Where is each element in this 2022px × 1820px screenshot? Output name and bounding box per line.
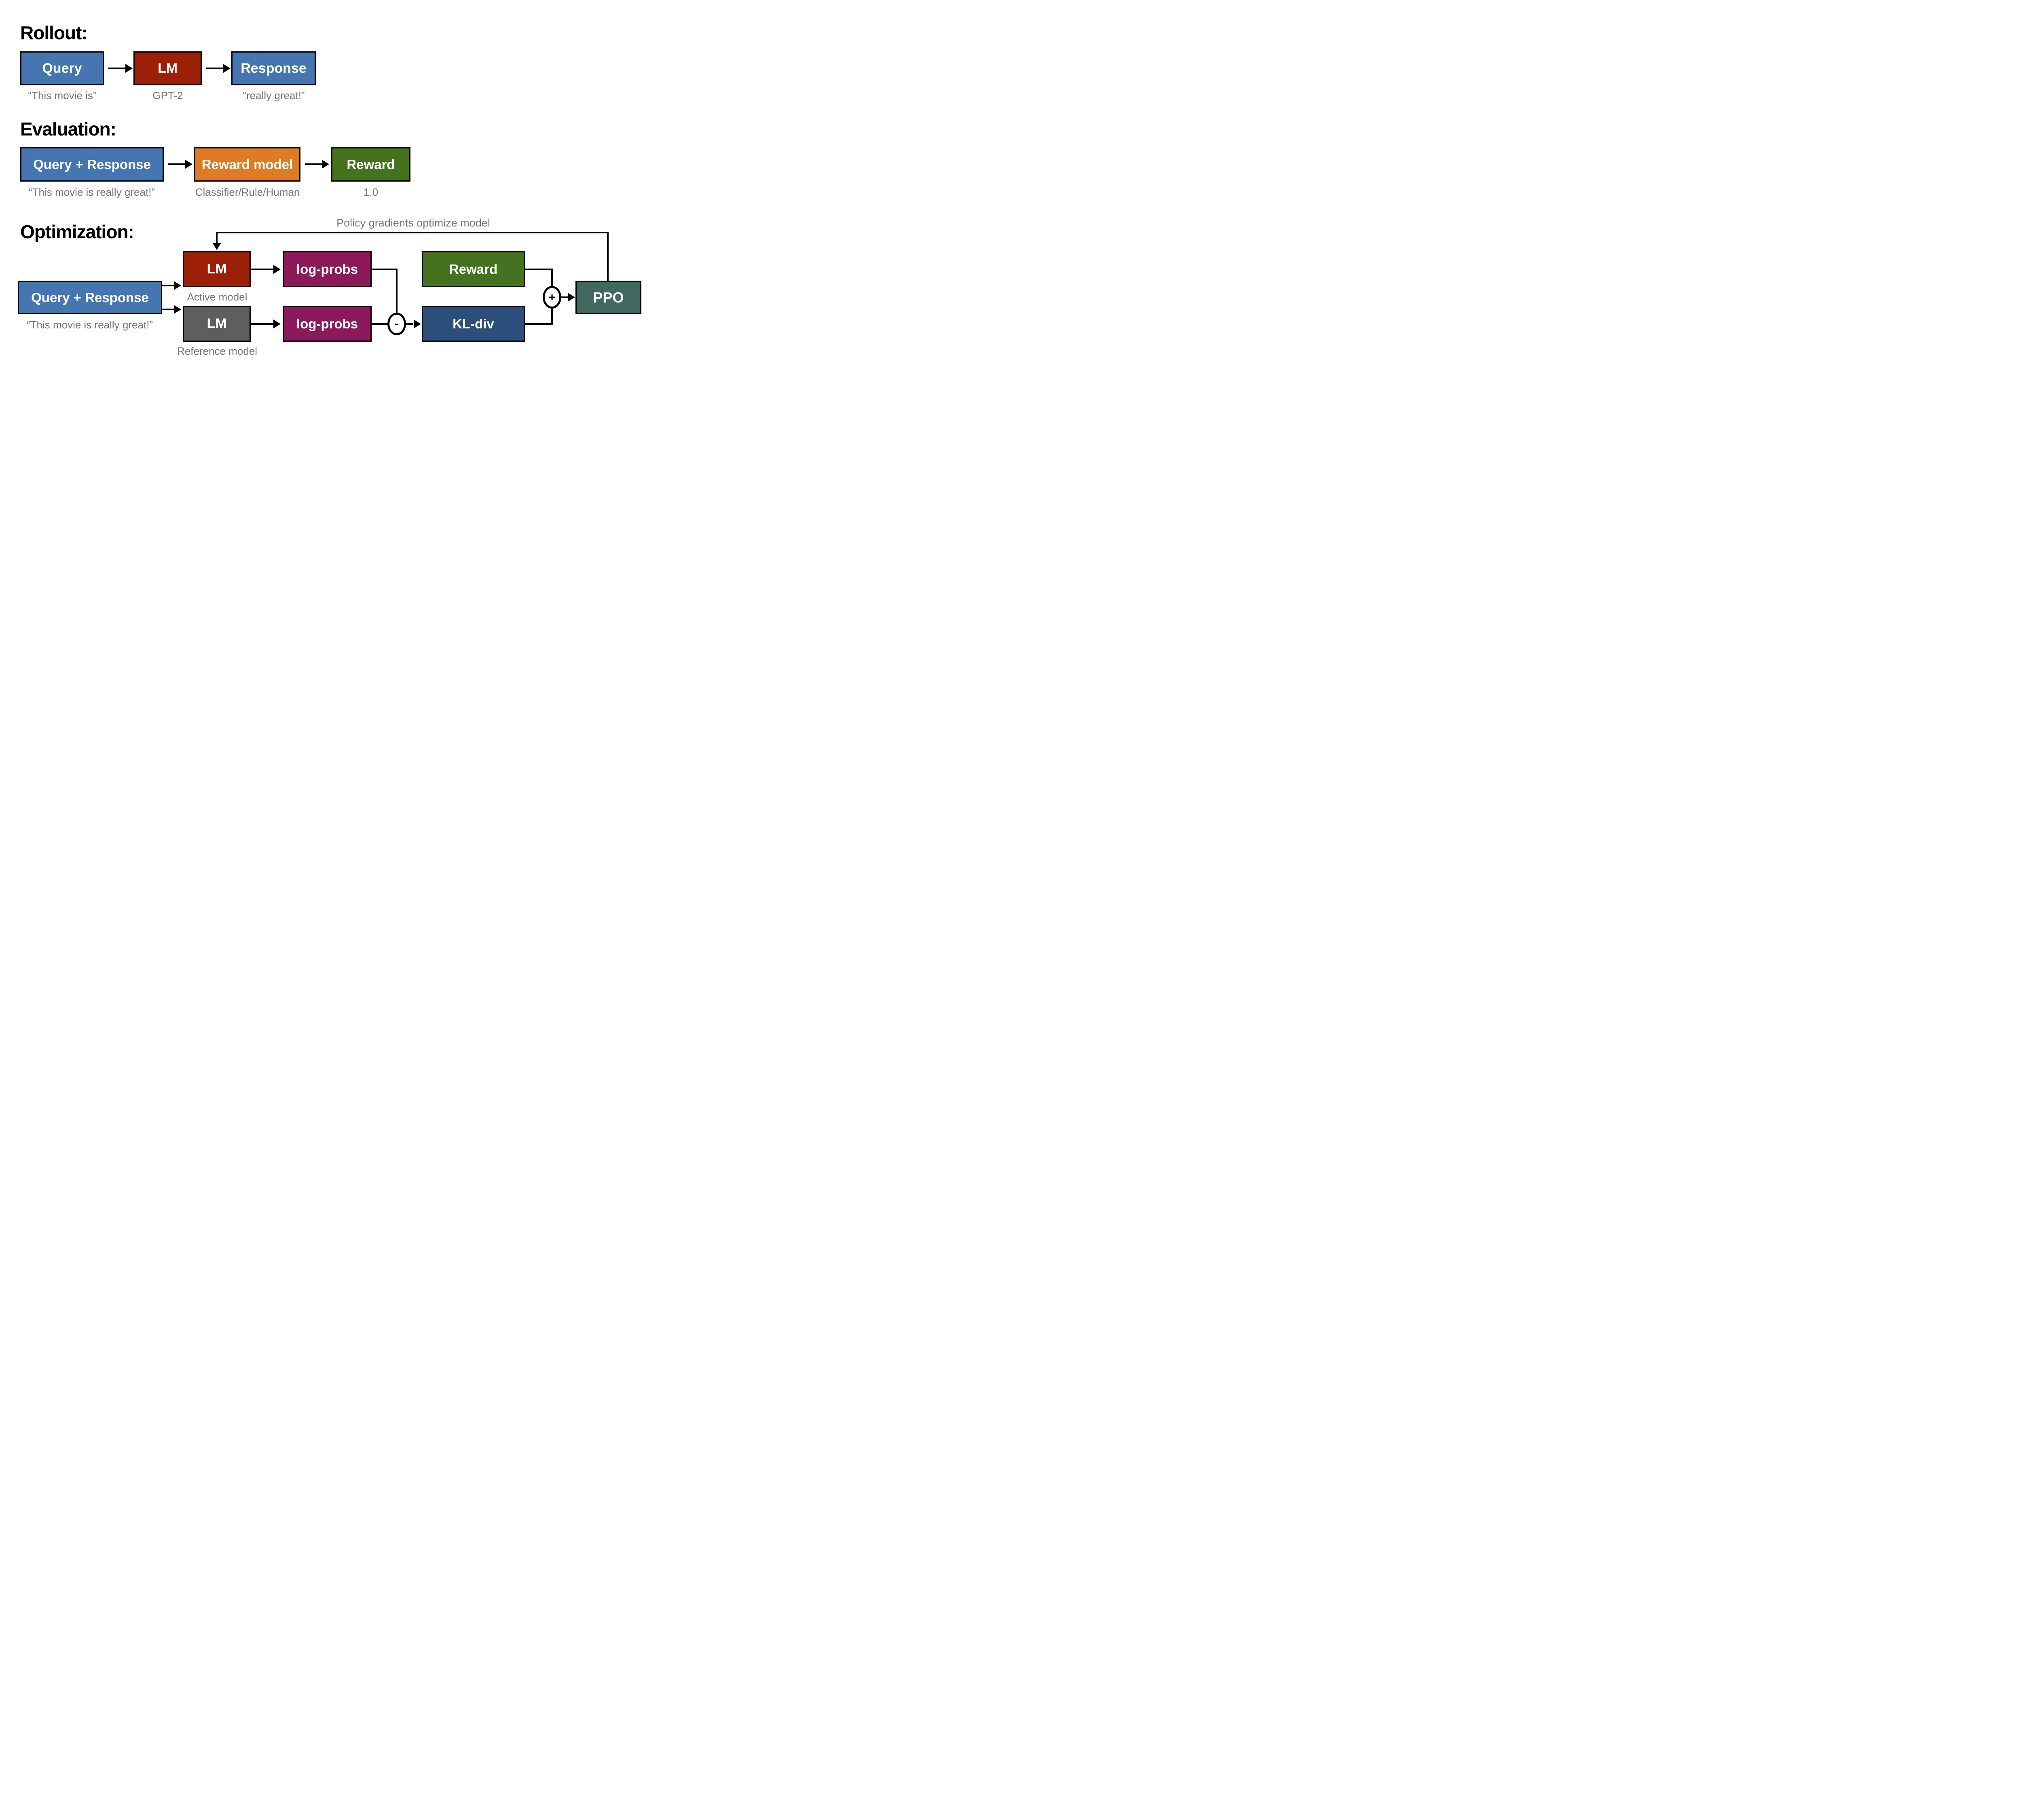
rollout-query-label: Query	[42, 60, 82, 76]
arrowhead-minus-to-kl-div	[414, 320, 421, 328]
connector-layer	[108, 64, 609, 328]
plus-operator: +	[543, 286, 561, 309]
optimization-lm-active-node: LM	[183, 251, 251, 287]
optimization-query-response-label: Query + Response	[31, 290, 149, 305]
optimization-lm-reference-node: LM	[183, 306, 251, 342]
optimization-kl-div-node: KL-div	[422, 306, 525, 342]
arrowhead-plus-to-ppo	[568, 293, 575, 302]
diagram-canvas: Rollout: Evaluation: Optimization: Query…	[0, 0, 647, 364]
arrowhead-lm-to-response	[223, 64, 231, 73]
rollout-lm-caption: GPT-2	[152, 89, 183, 102]
evaluation-reward-model-node: Reward model	[194, 147, 300, 182]
optimization-query-response-caption: “This movie is really great!”	[26, 319, 153, 331]
optimization-section-title: Optimization:	[20, 221, 134, 242]
line-reward-to-plus	[525, 269, 553, 286]
optimization-query-response-node: Query + Response	[18, 281, 162, 314]
active-model-caption: Active model	[187, 291, 247, 303]
rollout-lm-label: LM	[157, 60, 178, 76]
evaluation-section-title: Evaluation:	[20, 119, 116, 140]
optimization-ppo-node: PPO	[575, 281, 641, 314]
arrowhead-qr-to-reward-model	[185, 160, 192, 169]
arrowhead-qr-to-lm-reference	[174, 305, 181, 314]
evaluation-reward-label: Reward	[347, 157, 395, 172]
optimization-lm-active-label: LM	[207, 261, 227, 277]
reference-model-caption: Reference model	[177, 345, 257, 357]
line-kl-div-to-plus	[525, 309, 553, 325]
minus-operator-glyph: -	[395, 317, 399, 330]
optimization-reward-label: Reward	[449, 261, 498, 277]
evaluation-reward-node: Reward	[331, 147, 410, 182]
optimization-logprobs-active-label: log-probs	[296, 261, 358, 277]
arrowhead-lm-reference-to-logprobs	[273, 320, 281, 328]
rollout-response-node: Response	[231, 51, 316, 85]
feedback-line-ppo-to-lm-active	[216, 232, 609, 281]
optimization-logprobs-active-node: log-probs	[283, 251, 372, 287]
line-logprobs-active-to-minus	[372, 269, 398, 313]
evaluation-query-response-node: Query + Response	[20, 147, 164, 182]
evaluation-reward-model-caption: Classifier/Rule/Human	[195, 186, 300, 198]
optimization-reward-node: Reward	[422, 251, 525, 287]
optimization-lm-reference-label: LM	[207, 316, 227, 331]
policy-gradients-label: Policy gradients optimize model	[336, 217, 490, 229]
rollout-section-title: Rollout:	[20, 22, 88, 43]
arrowhead-qr-to-lm-active	[174, 281, 181, 290]
rollout-query-caption: “This movie is”	[28, 89, 97, 102]
optimization-kl-div-label: KL-div	[453, 316, 494, 331]
optimization-logprobs-reference-label: log-probs	[296, 316, 358, 331]
arrowhead-query-to-lm	[125, 64, 133, 73]
optimization-ppo-label: PPO	[593, 289, 624, 306]
rollout-query-node: Query	[20, 51, 104, 85]
rollout-response-label: Response	[241, 60, 307, 76]
rollout-response-caption: “really great!”	[243, 89, 305, 102]
arrowhead-lm-active-to-logprobs	[273, 265, 281, 274]
evaluation-reward-model-label: Reward model	[201, 157, 293, 172]
minus-operator: -	[387, 313, 406, 335]
evaluation-query-response-label: Query + Response	[33, 157, 151, 172]
evaluation-query-response-caption: “This movie is really great!”	[28, 186, 155, 198]
arrowhead-feedback-to-lm-active	[212, 243, 221, 250]
plus-operator-glyph: +	[548, 291, 556, 303]
optimization-logprobs-reference-node: log-probs	[283, 306, 372, 342]
arrowhead-reward-model-to-reward	[322, 160, 329, 169]
rollout-lm-node: LM	[133, 51, 202, 85]
evaluation-reward-caption: 1.0	[363, 186, 379, 198]
